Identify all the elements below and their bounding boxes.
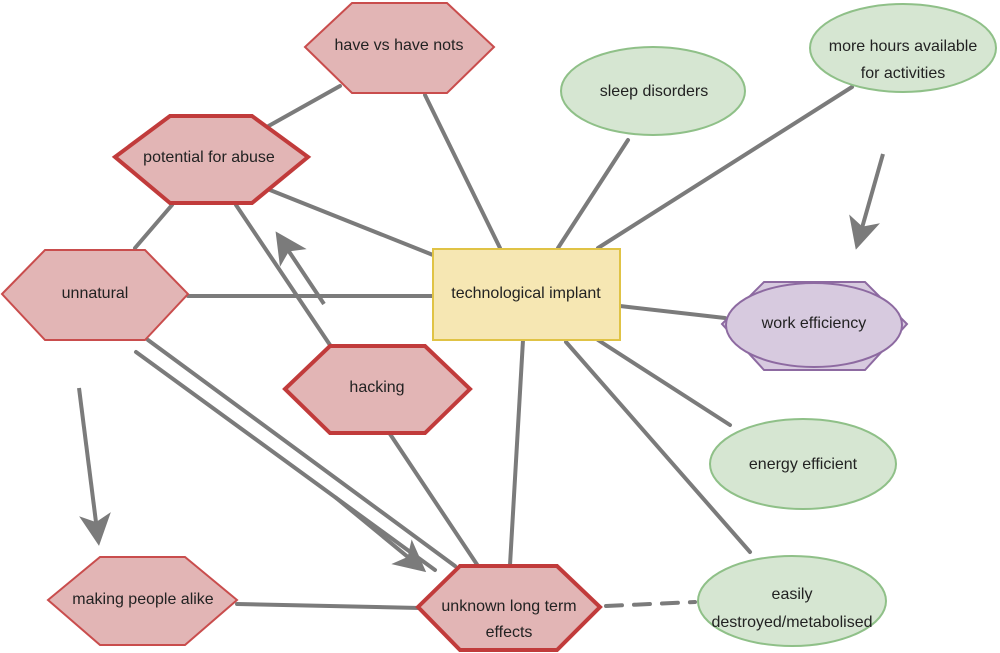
node-label-line-2: for activities bbox=[861, 65, 945, 82]
edge-tech-sleep bbox=[556, 138, 630, 250]
node-sleep-disorders[interactable]: sleep disorders bbox=[560, 46, 746, 136]
node-label: sleep disorders bbox=[600, 83, 709, 100]
edge-abuse-tech bbox=[268, 188, 435, 257]
edges bbox=[133, 84, 854, 610]
node-label-line-2: destroyed/metabolised bbox=[712, 614, 873, 631]
node-label-line-1: unknown long term bbox=[441, 598, 576, 615]
node-have-vs-have-nots[interactable]: have vs have nots bbox=[303, 2, 496, 94]
edge-hacking-unknown bbox=[388, 432, 480, 568]
node-unnatural[interactable]: unnatural bbox=[0, 249, 190, 341]
edge-tech-unknown bbox=[508, 338, 525, 567]
node-label: work efficiency bbox=[761, 315, 867, 332]
edge-havevs-tech bbox=[423, 93, 502, 250]
edge-tech-work bbox=[618, 304, 727, 320]
node-label: potential for abuse bbox=[143, 149, 275, 166]
arrow-down-to-alike bbox=[77, 387, 111, 546]
node-easily-destroyed[interactable]: easily destroyed/metabolised bbox=[697, 555, 887, 647]
node-energy-efficient[interactable]: energy efficient bbox=[709, 418, 897, 510]
edge-abuse-unnatural bbox=[133, 203, 174, 250]
node-work-efficiency[interactable]: work efficiency bbox=[720, 281, 909, 371]
node-label: hacking bbox=[349, 379, 404, 396]
edge-abuse-unknown bbox=[234, 203, 332, 347]
node-label-line-1: easily bbox=[772, 586, 813, 603]
node-label: energy efficient bbox=[749, 456, 858, 473]
edge-tech-energy bbox=[596, 338, 732, 427]
node-making-people-alike[interactable]: making people alike bbox=[46, 556, 239, 646]
node-potential-for-abuse[interactable]: potential for abuse bbox=[111, 114, 312, 205]
node-technological-implant[interactable]: technological implant bbox=[432, 248, 621, 341]
node-unknown-long-term-effects[interactable]: unknown long term effects bbox=[415, 564, 603, 652]
edge-havevs-abuse bbox=[263, 84, 342, 130]
edge-unnatural-unknown-1 bbox=[146, 338, 457, 568]
arrows bbox=[77, 153, 885, 573]
node-label-line-1: more hours available bbox=[829, 38, 978, 55]
edge-unknown-easily-dashed bbox=[604, 600, 697, 608]
arrow-hacking-to-abuse bbox=[275, 231, 326, 306]
arrow-down-to-work bbox=[849, 153, 885, 250]
edge-tech-hours bbox=[596, 85, 854, 250]
node-label-line-2: effects bbox=[486, 624, 533, 641]
node-label: making people alike bbox=[72, 591, 214, 608]
node-label: have vs have nots bbox=[335, 37, 464, 54]
node-more-hours-available[interactable]: more hours available for activities bbox=[809, 3, 997, 93]
edge-alike-unknown bbox=[235, 602, 422, 610]
edge-unnatural-unknown-2 bbox=[134, 350, 437, 572]
edge-tech-easily bbox=[564, 340, 752, 554]
node-label: technological implant bbox=[451, 285, 601, 302]
node-hacking[interactable]: hacking bbox=[282, 344, 473, 435]
arrow-to-unknown bbox=[333, 495, 427, 573]
node-label: unnatural bbox=[62, 285, 129, 302]
